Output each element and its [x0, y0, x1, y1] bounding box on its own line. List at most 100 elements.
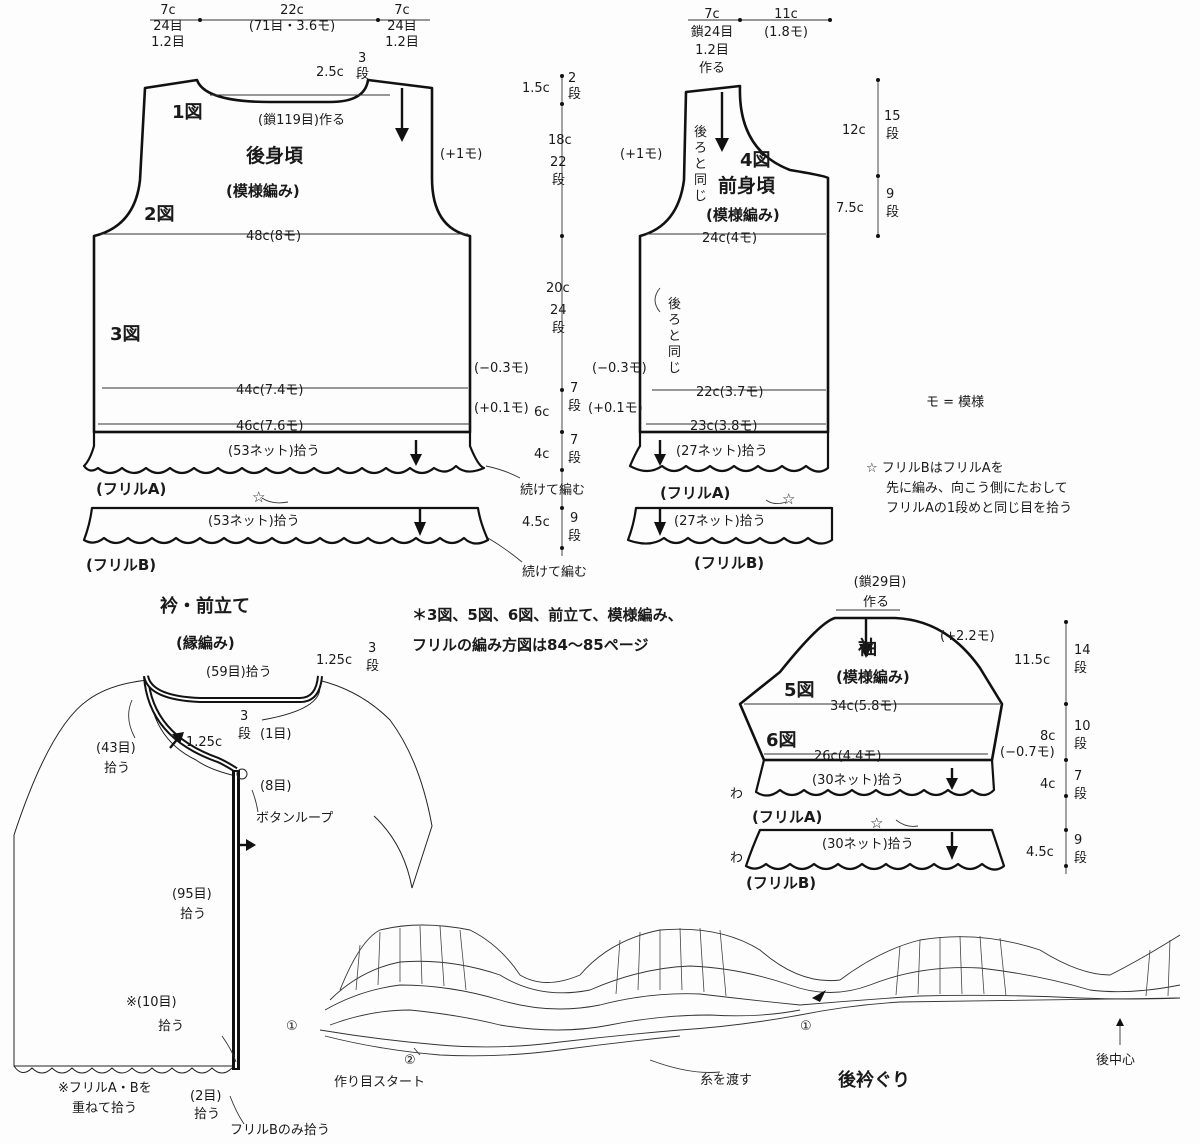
sleeve-frill-a	[754, 758, 996, 797]
front-pattern: (模様編み)	[706, 206, 780, 224]
dim-dot	[560, 430, 564, 434]
leader	[413, 1047, 421, 1056]
sleeve-frill-b	[744, 828, 1006, 871]
back-fig2: 2図	[144, 204, 175, 225]
dim-dot	[1064, 758, 1068, 762]
back-top-mid-1: 22c	[280, 3, 304, 18]
collar-sub: (縁編み)	[176, 634, 235, 652]
leader	[251, 789, 259, 813]
button-loop-circle	[236, 768, 248, 780]
front-adjust-a: (−0.3モ)	[592, 361, 647, 376]
sleeve-r3-2: 段	[1074, 787, 1087, 802]
sleeve-pickup-30a: (30ネット)拾う	[812, 773, 904, 788]
back-top-right-3: 1.2目	[385, 35, 419, 50]
back-fig3: 3図	[110, 324, 141, 345]
arrow-head	[246, 839, 256, 851]
collar-pickup-95-1: (95目)	[172, 887, 212, 902]
chart-base	[319, 997, 1181, 1048]
front-same-1c: と	[694, 157, 707, 172]
front-same-2c: と	[668, 329, 681, 344]
back-chain-note: (鎖119目)作る	[258, 112, 345, 128]
front-frill-a-label: (フリルA)	[660, 484, 730, 502]
front-same-1d: 同	[694, 173, 707, 188]
cm-r5-2: 段	[568, 451, 581, 466]
front-same-1b: ろ	[694, 141, 707, 156]
back-adjust-b: (+0.1モ)	[474, 401, 529, 416]
center-measure-column	[560, 74, 564, 556]
cm-r5-1: 7	[570, 433, 578, 448]
chart-start: 作り目スタート	[334, 1075, 425, 1090]
legend-star-1: ☆ フリルBはフリルAを	[866, 461, 1004, 476]
collar-pickup-2-1: (2目)	[190, 1089, 221, 1104]
front-right-r2-2: 段	[886, 205, 899, 220]
back-fig1: 1図	[172, 102, 203, 123]
front-fig4: 4図	[740, 150, 771, 171]
chart-c2: ②	[404, 1053, 416, 1068]
back-top-mid-2: (71目・3.6モ)	[249, 19, 335, 34]
back-top-right-2: 24目	[387, 19, 417, 34]
sleeve-chain-2: 作る	[863, 595, 889, 610]
front-top-left-4: 作る	[699, 61, 725, 76]
collar-m-inner: 1.25c	[186, 735, 222, 750]
sleeve-m3: 4c	[1040, 777, 1055, 792]
back-body-schematic	[82, 18, 523, 563]
cm-m6: 4.5c	[522, 515, 550, 530]
collar-r-inner-2: 段	[238, 727, 251, 742]
dim-dot	[198, 18, 202, 22]
front-top-left-3: 1.2目	[695, 43, 729, 58]
dim-dot	[560, 74, 564, 78]
chart-back-center: 後中心	[1096, 1053, 1135, 1068]
arrow-head	[859, 644, 873, 658]
chart-c1b: ①	[800, 1019, 812, 1034]
cm-r6-2: 段	[568, 529, 581, 544]
front-adjust-b: (+0.1モ)	[588, 401, 643, 416]
chart-base-2	[324, 1035, 681, 1057]
sleeve-fig6: 6図	[766, 730, 797, 751]
cm-r2-2: 段	[552, 173, 565, 188]
chart-pass-yarn: 糸を渡す	[700, 1072, 752, 1088]
front-top-left-2: 鎖24目	[691, 24, 734, 40]
leader	[229, 1095, 245, 1125]
cm-m4: 6c	[534, 405, 549, 420]
dim-dot	[1064, 702, 1068, 706]
cm-r4-2: 段	[568, 399, 581, 414]
star-front: ☆	[782, 490, 795, 508]
arrow-head	[395, 128, 409, 142]
star-link	[765, 499, 787, 505]
arrow-head	[654, 454, 666, 466]
collar-pickup-95-2: 拾う	[180, 907, 206, 922]
back-width-46: 46c(7.6モ)	[236, 419, 304, 434]
dim-dot	[560, 468, 564, 472]
continue-leader	[487, 537, 523, 563]
front-frill-b	[626, 506, 834, 545]
back-frill-a	[82, 430, 486, 475]
collar-pickup-10-1: ※(10目)	[126, 995, 177, 1010]
back-top-left-3: 1.2目	[151, 35, 185, 50]
dim-dot	[876, 174, 880, 178]
back-frill-a-label: (フリルA)	[96, 480, 166, 498]
sleeve-r2-2: 段	[1074, 737, 1087, 752]
chart-wave-4	[329, 1009, 801, 1031]
front-inc-note: (+1モ)	[620, 147, 662, 162]
sleeve-schematic	[738, 609, 1068, 874]
chart-wave-2	[329, 960, 1181, 1001]
cm-m2: 18c	[548, 133, 572, 148]
dim-dot	[828, 18, 832, 22]
front-band-inner	[235, 772, 237, 1068]
front-right-r2-1: 9	[886, 187, 894, 202]
back-body-outline	[92, 78, 472, 434]
back-pattern: (模様編み)	[226, 182, 300, 200]
collar-pickup-59: (59目)拾う	[206, 665, 272, 680]
cm-r4-1: 7	[570, 381, 578, 396]
dim-dot	[1064, 864, 1068, 868]
dim-dot	[1064, 794, 1068, 798]
sleeve-width-26: 26c(4.4モ)	[814, 749, 882, 764]
front-same-2a: 後	[668, 297, 681, 312]
arrow-head	[1116, 1018, 1124, 1026]
sleeve-outline	[738, 616, 1004, 762]
dim-dot	[876, 234, 880, 238]
arrow-head	[946, 778, 958, 790]
front-right-r1-1: 15	[884, 109, 901, 124]
front-width-24: 24c(4モ)	[702, 231, 757, 246]
